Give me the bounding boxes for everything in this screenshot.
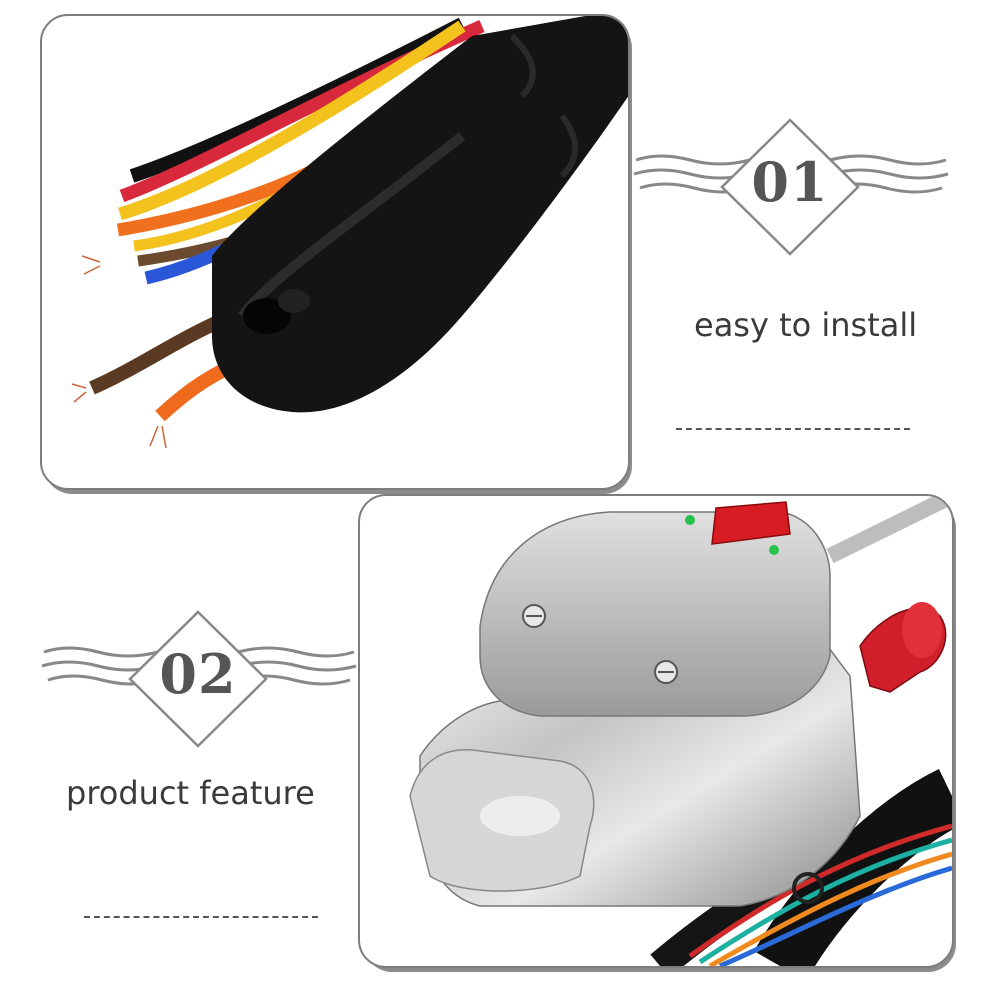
feature-badge-01: 01 — [630, 112, 950, 262]
feature-badge-02: 02 — [38, 604, 358, 754]
badge-diamond-icon — [41, 610, 357, 748]
turn-signal-switch-image — [409, 496, 952, 966]
turn-signal-switch-photo — [358, 494, 954, 968]
feature-caption: easy to install — [694, 306, 918, 344]
wiring-harness-image — [71, 16, 628, 449]
feature-caption: product feature — [66, 774, 315, 812]
dashed-divider — [84, 916, 318, 918]
wiring-harness-photo — [40, 14, 630, 490]
dashed-divider — [676, 428, 910, 430]
feature-number: 01 — [751, 150, 829, 214]
badge-diamond-icon — [633, 118, 949, 256]
feature-number: 02 — [159, 642, 237, 706]
